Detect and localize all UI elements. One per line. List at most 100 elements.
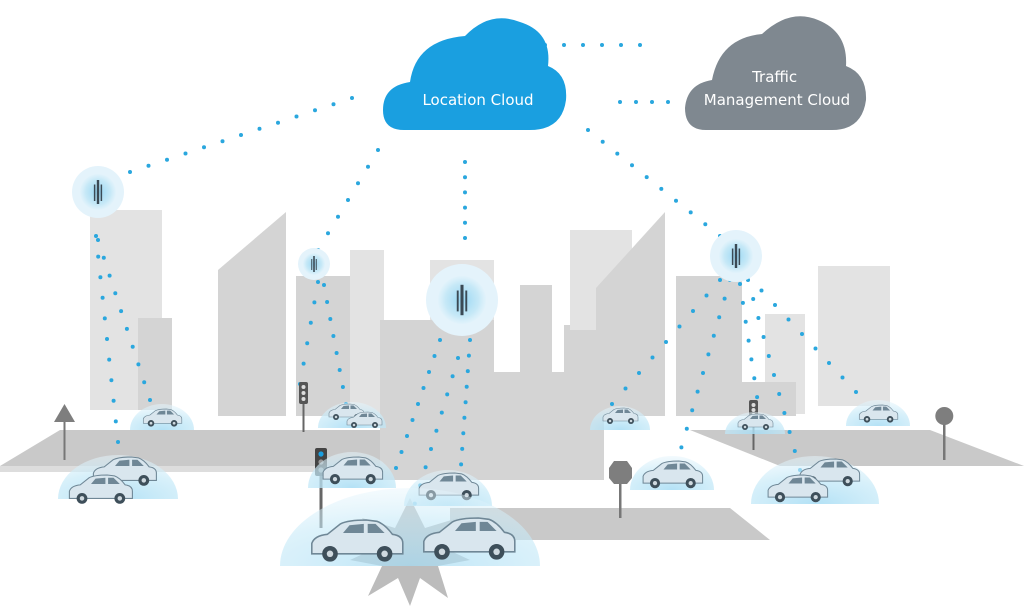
signal-dot (772, 373, 776, 377)
signal-dot (463, 175, 467, 180)
car-with-coverage (590, 406, 650, 430)
signal-dot (312, 300, 317, 305)
signal-dot (465, 369, 470, 374)
signal-dot (459, 462, 464, 467)
signal-dot (634, 100, 638, 104)
signal-dot (813, 346, 818, 351)
signal-dot (107, 273, 112, 278)
signal-dot (717, 315, 722, 320)
signal-dot (703, 222, 708, 227)
signal-dot (460, 446, 465, 451)
signal-dot (450, 374, 455, 379)
signal-dot (463, 190, 467, 195)
signal-dot (468, 338, 472, 342)
signal-dot (691, 309, 695, 313)
signal-dot (346, 198, 350, 202)
signal-dot (706, 352, 711, 357)
signal-dot (650, 100, 654, 104)
signal-dot (328, 317, 333, 321)
signal-dot (429, 447, 433, 451)
signal-dot (722, 296, 727, 301)
signal-dot (773, 303, 777, 307)
signal-dot (674, 198, 678, 203)
signal-dot (94, 234, 98, 238)
signal-dot (704, 293, 709, 298)
signal-dot (305, 341, 310, 346)
svg-text:Traffic Management Cloud: Traffic Management Cloud (704, 68, 850, 109)
road-sign-icon (54, 404, 75, 460)
signal-dot (600, 43, 604, 47)
signal-dot (434, 428, 439, 433)
signal-dot (463, 160, 467, 164)
signal-dot (786, 317, 791, 322)
signal-dot (101, 255, 106, 260)
signal-dot (684, 426, 689, 431)
signal-dot (854, 390, 858, 394)
signal-dot (438, 338, 442, 342)
traffic-management-cloud: Traffic Management Cloud (685, 16, 867, 130)
signal-dot (394, 466, 398, 470)
signal-dot (659, 186, 664, 191)
cell-towers (72, 166, 762, 336)
signal-dot (695, 389, 700, 394)
signal-dot (423, 465, 428, 470)
signal-dot (128, 170, 132, 174)
signal-dot (581, 43, 585, 47)
signal-dot (610, 402, 614, 406)
signal-dot (600, 139, 605, 144)
signal-dot (165, 157, 169, 162)
signal-dot (410, 418, 415, 422)
signal-dot (637, 371, 641, 375)
signal-dot (142, 380, 147, 385)
signal-dot (334, 351, 339, 355)
signal-dot (146, 163, 151, 168)
car-with-coverage (751, 456, 879, 504)
signal-dot (336, 214, 340, 219)
signal-dot (690, 408, 695, 413)
signal-dot (688, 210, 693, 215)
signal-dot (466, 353, 471, 358)
signal-dot (98, 275, 103, 280)
signal-dot (301, 361, 306, 366)
signal-dot (96, 254, 101, 259)
signal-dot (456, 356, 460, 360)
signal-dot (463, 205, 467, 210)
signal-dot (322, 283, 326, 287)
cell-tower-icon (72, 166, 124, 218)
signal-dot (337, 368, 342, 372)
signal-dot (202, 145, 206, 150)
location-cloud: Location Cloud (383, 18, 567, 130)
signal-dot (738, 282, 742, 286)
signal-dot (366, 164, 370, 169)
signal-dot (340, 385, 345, 389)
signal-dot (427, 370, 431, 374)
signal-dot (105, 337, 109, 341)
signal-dot (766, 354, 771, 358)
signal-dot (239, 133, 243, 137)
signal-dot (650, 355, 655, 360)
signal-dot (630, 163, 634, 168)
signal-dot (749, 357, 754, 362)
signal-dot (615, 151, 620, 156)
signal-dot (308, 320, 313, 325)
car-with-coverage (58, 455, 178, 505)
car-with-coverage (846, 400, 910, 426)
signal-dot (463, 220, 467, 225)
signal-dot (331, 334, 336, 338)
signal-dot (755, 395, 760, 400)
signal-dot (376, 148, 380, 152)
signal-dot (421, 386, 426, 390)
signal-dot (679, 445, 684, 450)
signal-dot (316, 280, 320, 284)
signal-dot (313, 108, 317, 113)
road-sign-icon (609, 461, 632, 518)
signal-dot (136, 362, 141, 367)
signal-dot (96, 238, 100, 242)
traffic-cloud-label-line2: Management Cloud (704, 91, 850, 109)
signal-dot (777, 392, 782, 396)
signal-dot (743, 319, 748, 324)
car-with-coverage (280, 488, 540, 566)
car-with-coverage (725, 412, 785, 434)
signal-dot (464, 384, 469, 389)
